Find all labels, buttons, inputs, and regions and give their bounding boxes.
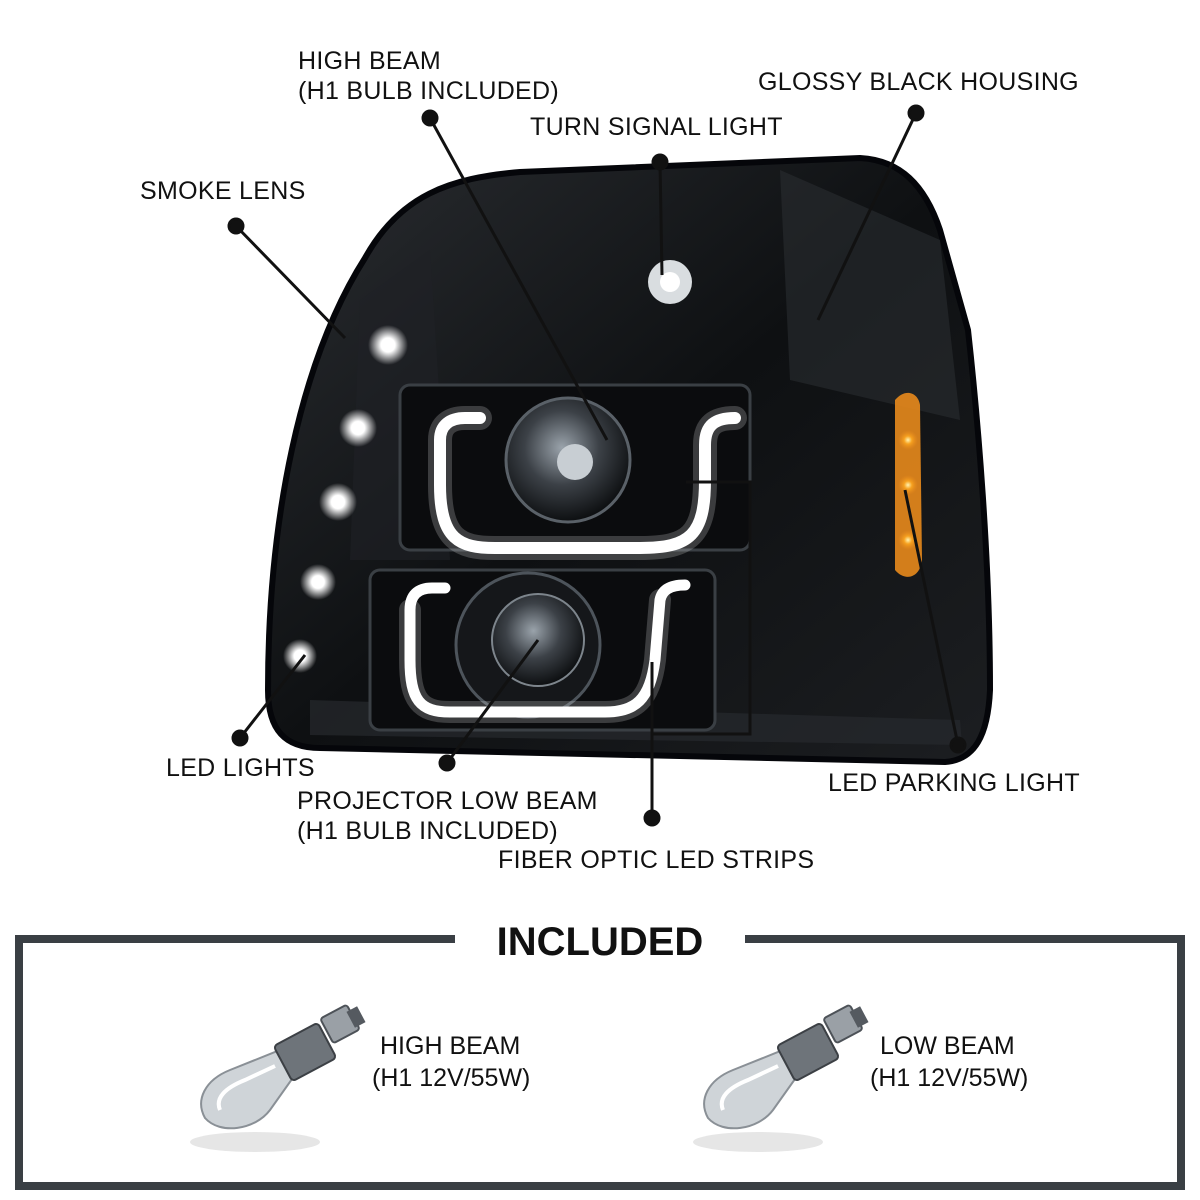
callout-dot-parking: [949, 736, 967, 754]
callout-line-high-beam: [428, 117, 609, 441]
included-item-low-beam: LOW BEAM (H1 12V/55W): [870, 1030, 1028, 1094]
led-lights-column: [283, 325, 408, 673]
label-turn-signal: TURN SIGNAL LIGHT: [530, 113, 783, 141]
headlight-diagram: [227, 104, 994, 827]
high-beam-bulb: [557, 444, 593, 480]
led-light: [368, 325, 408, 365]
fiber-optic-strip-lower-glow: [399, 589, 671, 723]
callout-dot-turn-signal: [651, 153, 669, 171]
led-light: [283, 639, 317, 673]
included-item-name: HIGH BEAM: [380, 1032, 521, 1060]
fiber-optic-strip-upper: [434, 412, 741, 554]
label-glossy-housing: GLOSSY BLACK HOUSING: [758, 68, 1079, 96]
led-light: [300, 564, 336, 600]
housing-reflection: [780, 170, 960, 420]
callout-dot-high-beam: [421, 109, 439, 127]
label-projector-low-beam: PROJECTOR LOW BEAM (H1 BULB INCLUDED): [297, 786, 598, 846]
callout-dot-smoke-lens: [227, 217, 245, 235]
fiber-optic-strip-lower: [404, 579, 691, 718]
parking-led: [898, 475, 918, 495]
label-high-beam-line1: HIGH BEAM: [298, 47, 441, 75]
label-smoke-lens: SMOKE LENS: [140, 177, 306, 205]
label-projector-line1: PROJECTOR LOW BEAM: [297, 787, 598, 815]
led-light: [319, 483, 357, 521]
included-item-name: LOW BEAM: [880, 1032, 1015, 1060]
callout-dot-projector: [438, 754, 456, 772]
included-item-spec: (H1 12V/55W): [372, 1064, 531, 1092]
label-led-parking: LED PARKING LIGHT: [828, 769, 1080, 797]
callout-line-led-lights: [238, 654, 307, 739]
callout-line-turn-signal: [658, 161, 664, 276]
led-light: [339, 409, 377, 447]
label-high-beam: HIGH BEAM (H1 BULB INCLUDED): [298, 46, 559, 106]
included-title: INCLUDED: [455, 918, 745, 966]
callout-line-smoke-lens: [234, 224, 347, 340]
callout-line-fiber-optic: [650, 480, 752, 736]
label-fiber-optic: FIBER OPTIC LED STRIPS: [498, 846, 815, 874]
turn-signal-bulb-core: [660, 272, 680, 292]
label-high-beam-line2: (H1 BULB INCLUDED): [298, 77, 560, 105]
parking-led: [898, 430, 918, 450]
callout-dot-fiber-optic: [643, 809, 661, 827]
callout-line-projector: [445, 639, 540, 764]
high-beam-bulb-icon: [190, 1004, 366, 1152]
callout-dot-led-lights: [231, 729, 249, 747]
fiber-optic-strip-upper-glow: [428, 406, 747, 560]
callout-line-parking: [903, 489, 960, 746]
included-item-high-beam: HIGH BEAM (H1 12V/55W): [372, 1030, 530, 1094]
label-led-lights: LED LIGHTS: [166, 754, 315, 782]
callout-dot-glossy-housing: [907, 104, 925, 122]
low-beam-bulb-icon: [693, 1004, 869, 1152]
included-item-spec: (H1 12V/55W): [870, 1064, 1029, 1092]
label-projector-line2: (H1 BULB INCLUDED): [297, 817, 559, 845]
callout-line-glossy-housing: [816, 112, 918, 321]
